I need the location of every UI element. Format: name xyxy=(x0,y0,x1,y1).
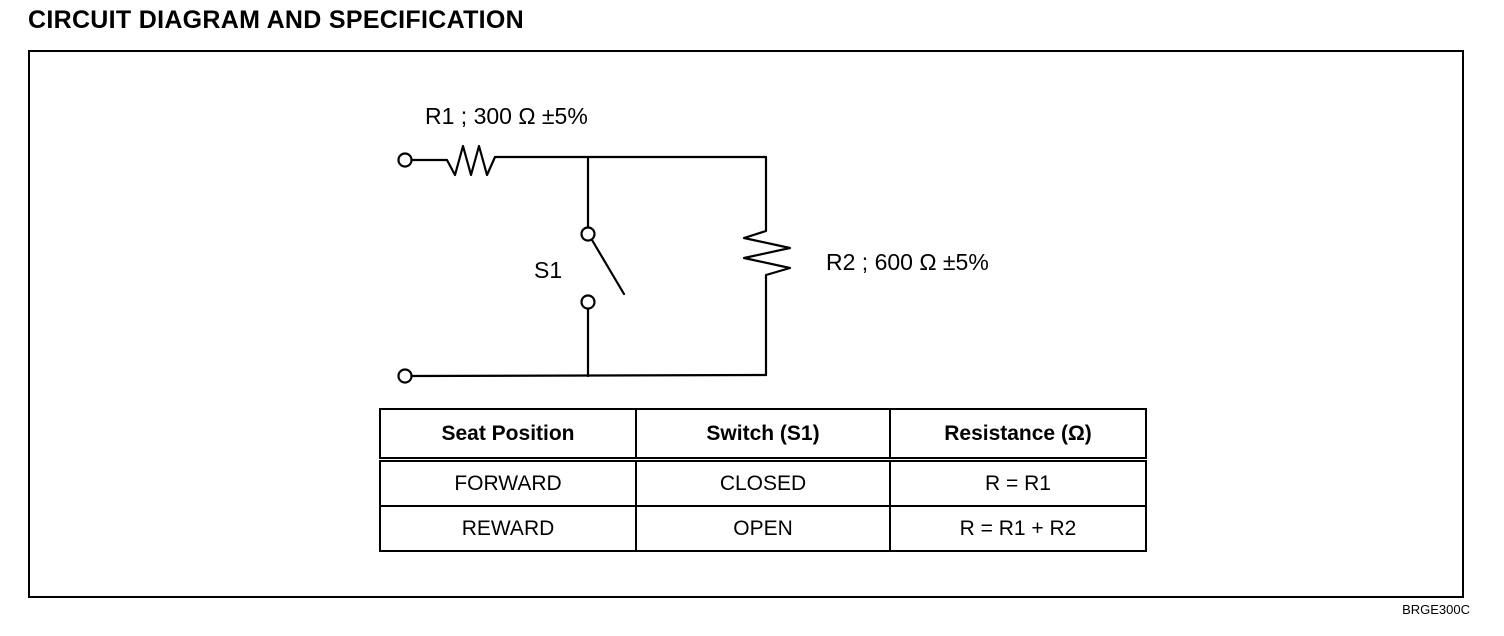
r1-label: R1 ; 300 Ω ±5% xyxy=(425,103,588,129)
table-header-row: Seat Position Switch (S1) Resistance (Ω) xyxy=(379,408,1147,462)
switch-label: S1 xyxy=(534,257,562,283)
resistor-r2 xyxy=(742,155,792,377)
cell-resistance: R = R1 + R2 xyxy=(889,505,1147,552)
table-row: REWARD OPEN R = R1 + R2 xyxy=(379,505,1147,552)
r2-label: R2 ; 600 Ω ±5% xyxy=(826,249,989,275)
header-resistance: Resistance (Ω) xyxy=(889,408,1147,462)
spec-table: Seat Position Switch (S1) Resistance (Ω)… xyxy=(379,408,1147,552)
diagram-frame xyxy=(28,50,1464,598)
cell-seat-position: FORWARD xyxy=(379,458,637,507)
cell-switch: OPEN xyxy=(635,505,891,552)
cell-seat-position: REWARD xyxy=(379,505,637,552)
switch-contact-top xyxy=(580,226,596,242)
cell-switch: CLOSED xyxy=(635,458,891,507)
terminal-bottom xyxy=(397,368,413,384)
table-row: FORWARD CLOSED R = R1 xyxy=(379,458,1147,507)
cell-resistance: R = R1 xyxy=(889,458,1147,507)
switch-contact-bottom xyxy=(580,294,596,310)
figure-code: BRGE300C xyxy=(1402,602,1470,617)
header-seat-position: Seat Position xyxy=(379,408,637,462)
terminal-top xyxy=(397,152,413,168)
header-switch: Switch (S1) xyxy=(635,408,891,462)
resistor-r1 xyxy=(410,144,768,177)
switch-s1-blade xyxy=(590,238,626,296)
page-title: CIRCUIT DIAGRAM AND SPECIFICATION xyxy=(28,6,524,34)
